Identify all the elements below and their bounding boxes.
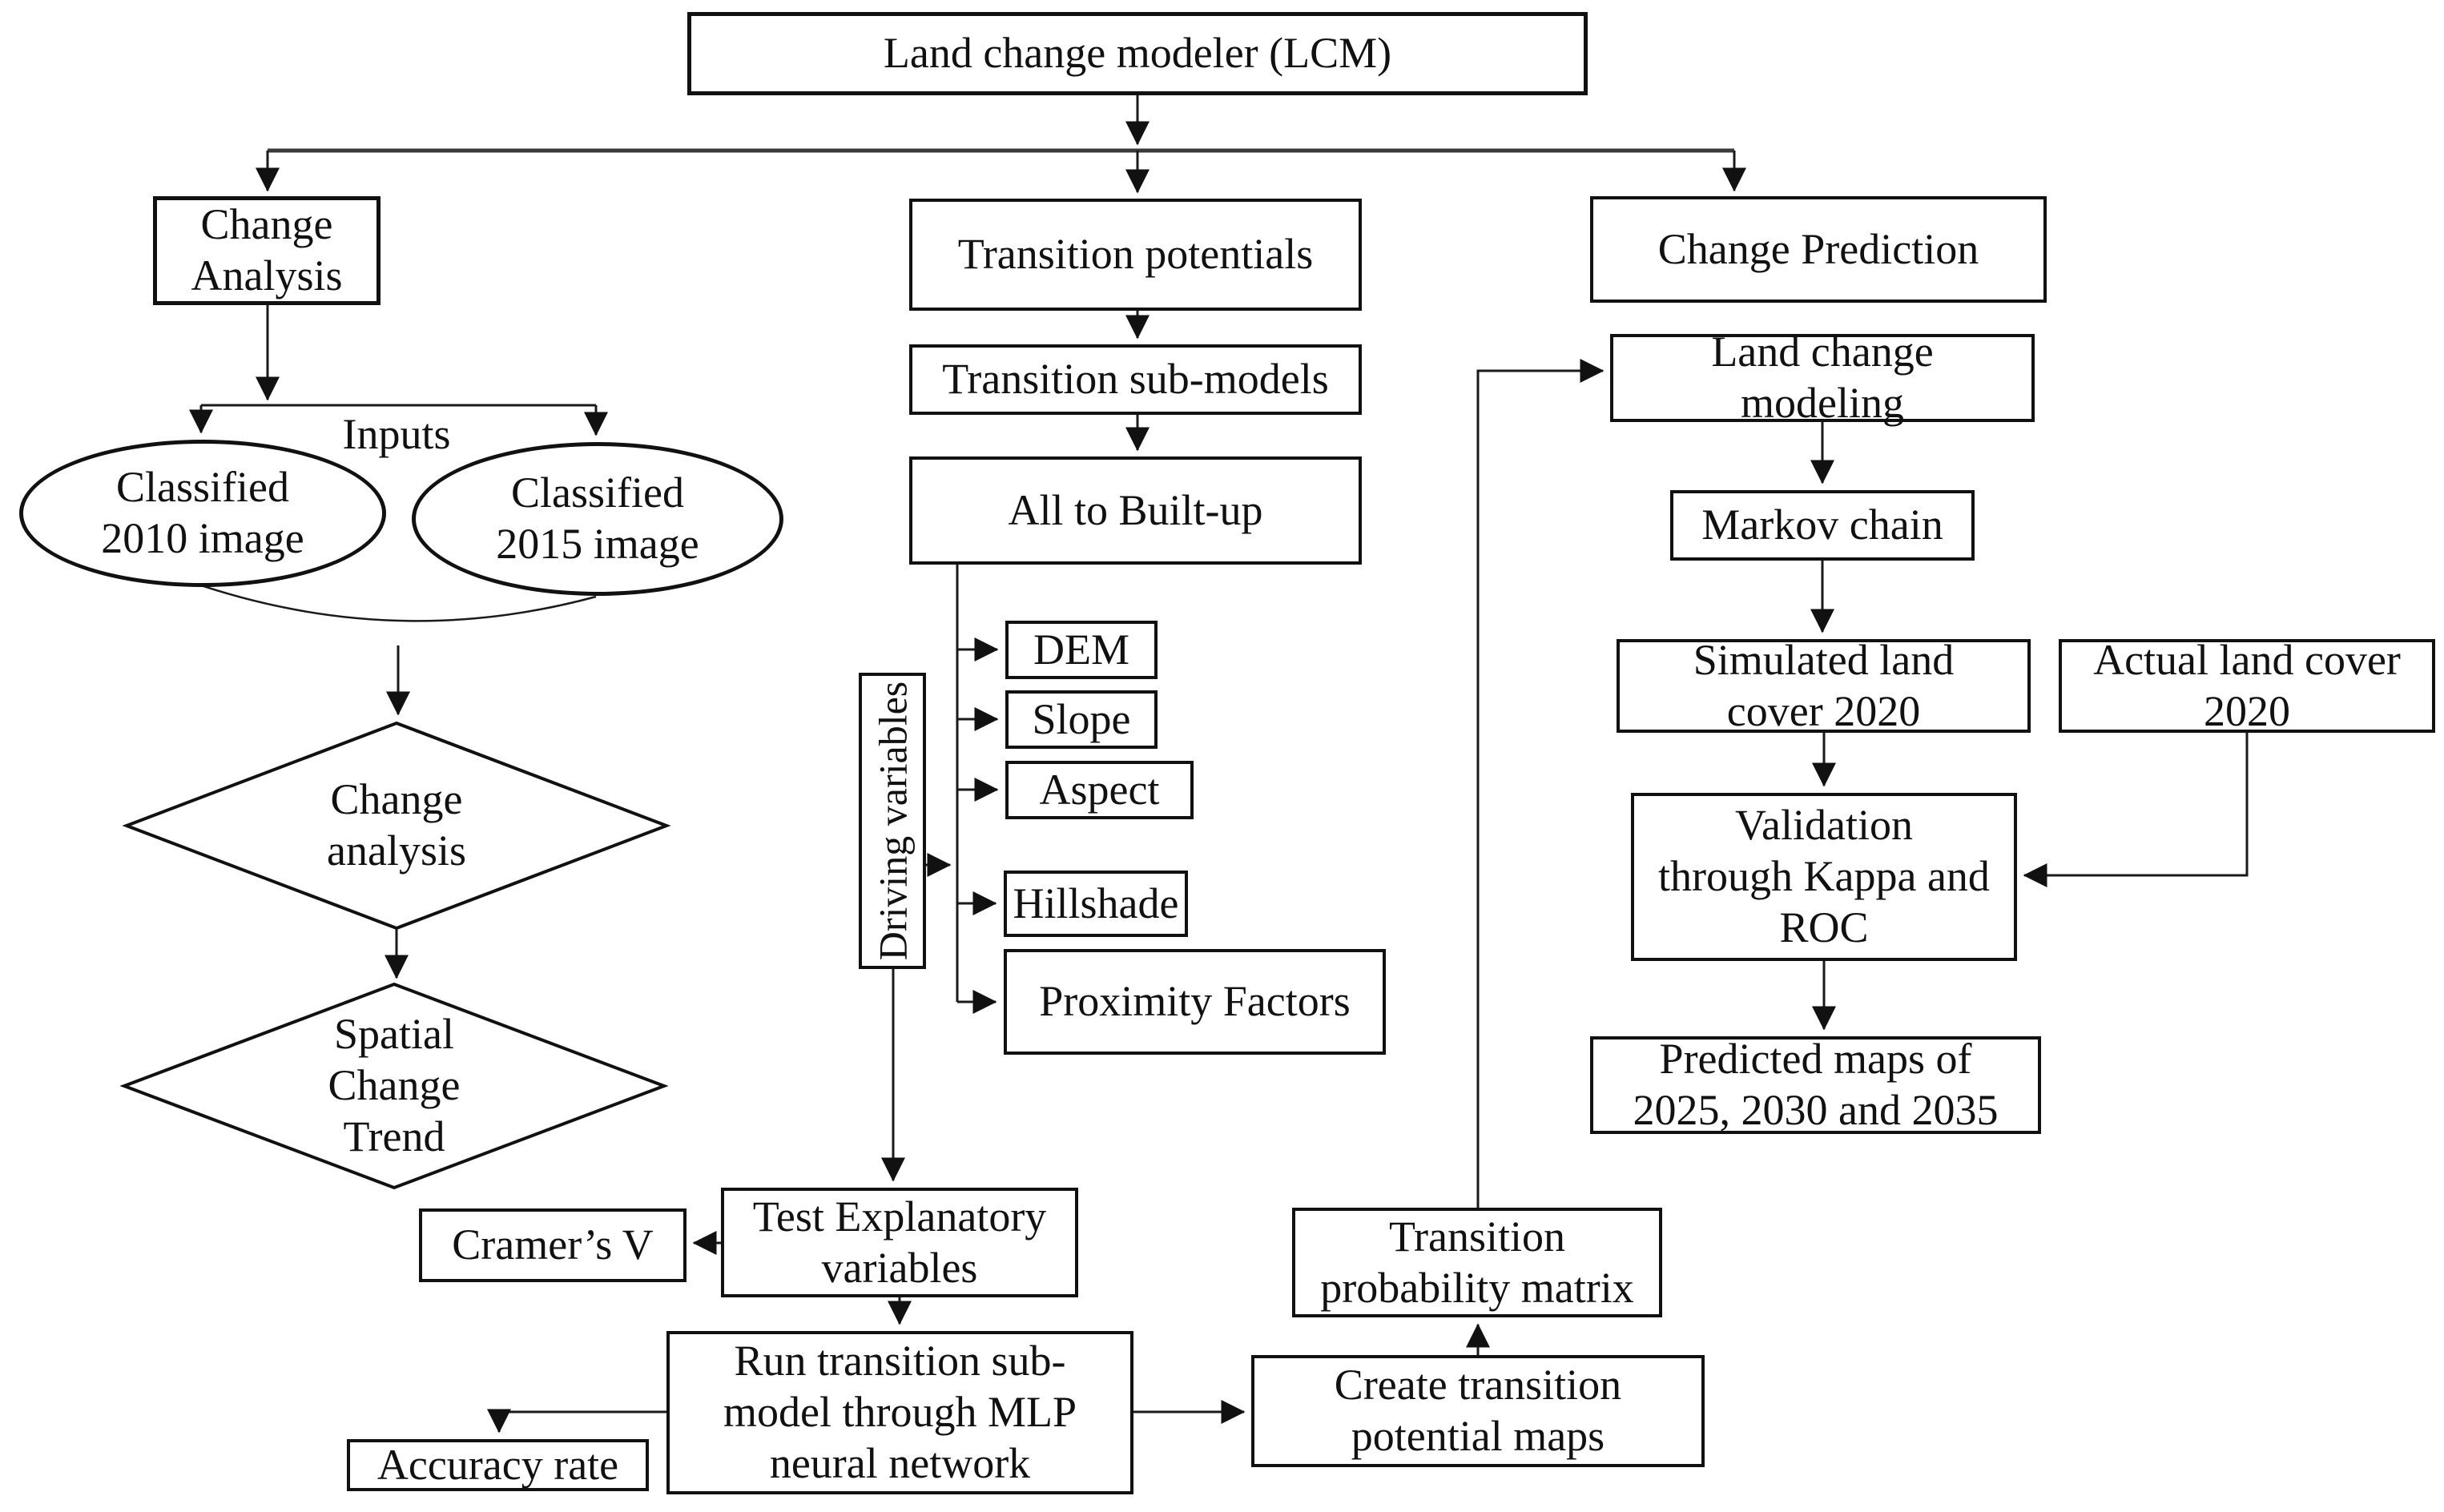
- node-run-transition-label: Run transition sub- model through MLP ne…: [723, 1337, 1077, 1487]
- node-accuracy-rate-label: Accuracy rate: [376, 1440, 619, 1489]
- node-hillshade-label: Hillshade: [1013, 879, 1179, 927]
- node-markov-chain-label: Markov chain: [1701, 501, 1943, 549]
- node-aspect: Aspect: [1005, 761, 1194, 819]
- node-lcm-label: Land change modeler (LCM): [883, 29, 1392, 78]
- node-markov-chain: Markov chain: [1670, 490, 1975, 561]
- node-slope-label: Slope: [1032, 694, 1131, 743]
- node-transition-prob-matrix: Transition probability matrix: [1292, 1208, 1662, 1317]
- node-dem-label: DEM: [1033, 625, 1129, 674]
- node-simulated-land-cover: Simulated land cover 2020: [1617, 636, 2031, 735]
- node-accuracy-rate: Accuracy rate: [347, 1439, 649, 1491]
- node-classified-2015: Classified 2015 image: [412, 442, 783, 596]
- node-simulated-land-cover-label: Simulated land cover 2020: [1693, 635, 1955, 735]
- node-transition-potentials: Transition potentials: [909, 199, 1362, 311]
- node-classified-2010: Classified 2010 image: [19, 440, 386, 587]
- node-validation: Validation through Kappa and ROC: [1631, 793, 2017, 961]
- node-change-prediction-label: Change Prediction: [1657, 224, 1979, 273]
- node-transition-sub-models: Transition sub-models: [909, 344, 1362, 415]
- node-test-explanatory: Test Explanatory variables: [721, 1188, 1078, 1297]
- node-all-to-built-up: All to Built-up: [909, 456, 1362, 565]
- node-hillshade: Hillshade: [1004, 871, 1188, 937]
- node-predicted-maps-label: Predicted maps of 2025, 2030 and 2035: [1633, 1035, 1999, 1134]
- node-land-change-modeling: Land change modeling: [1610, 328, 2035, 427]
- node-change-analysis-label: Change Analysis: [191, 200, 343, 300]
- node-proximity-factors-label: Proximity Factors: [1039, 977, 1351, 1026]
- node-classified-2010-label: Classified 2010 image: [101, 463, 304, 562]
- node-create-transition-maps-label: Create transition potential maps: [1334, 1361, 1622, 1460]
- node-validation-label: Validation through Kappa and ROC: [1658, 801, 1990, 951]
- node-actual-land-cover: Actual land cover 2020: [2059, 636, 2435, 735]
- inputs-label: Inputs: [342, 410, 451, 459]
- node-test-explanatory-label: Test Explanatory variables: [752, 1192, 1047, 1292]
- node-dem: DEM: [1005, 621, 1158, 679]
- node-transition-sub-models-label: Transition sub-models: [942, 355, 1329, 404]
- node-lcm: Land change modeler (LCM): [687, 12, 1588, 95]
- node-change-analysis: Change Analysis: [153, 196, 380, 305]
- change-analysis-diamond-label: Change analysis: [327, 775, 466, 875]
- node-land-change-modeling-label: Land change modeling: [1711, 328, 1934, 427]
- node-transition-potentials-label: Transition potentials: [957, 230, 1314, 279]
- node-run-transition: Run transition sub- model through MLP ne…: [666, 1331, 1133, 1494]
- change-analysis-diamond-shape: [122, 721, 671, 931]
- node-transition-prob-matrix-label: Transition probability matrix: [1320, 1212, 1634, 1312]
- node-change-prediction: Change Prediction: [1590, 196, 2047, 303]
- node-cramers-v-label: Cramer’s V: [452, 1220, 654, 1269]
- spatial-change-trend-diamond-shape: [119, 982, 669, 1190]
- node-aspect-label: Aspect: [1039, 765, 1160, 814]
- node-proximity-factors: Proximity Factors: [1004, 949, 1386, 1055]
- node-cramers-v: Cramer’s V: [419, 1208, 686, 1282]
- node-driving-variables-label: Driving variables: [870, 681, 916, 961]
- node-actual-land-cover-label: Actual land cover 2020: [2093, 635, 2401, 735]
- node-driving-variables: Driving variables: [859, 673, 926, 969]
- node-predicted-maps: Predicted maps of 2025, 2030 and 2035: [1590, 1035, 2041, 1134]
- node-classified-2015-label: Classified 2015 image: [496, 468, 699, 568]
- node-slope: Slope: [1005, 690, 1158, 749]
- node-create-transition-maps: Create transition potential maps: [1251, 1355, 1705, 1467]
- spatial-change-trend-diamond-label: Spatial Change Trend: [328, 1010, 461, 1160]
- node-all-to-built-up-label: All to Built-up: [1008, 485, 1263, 534]
